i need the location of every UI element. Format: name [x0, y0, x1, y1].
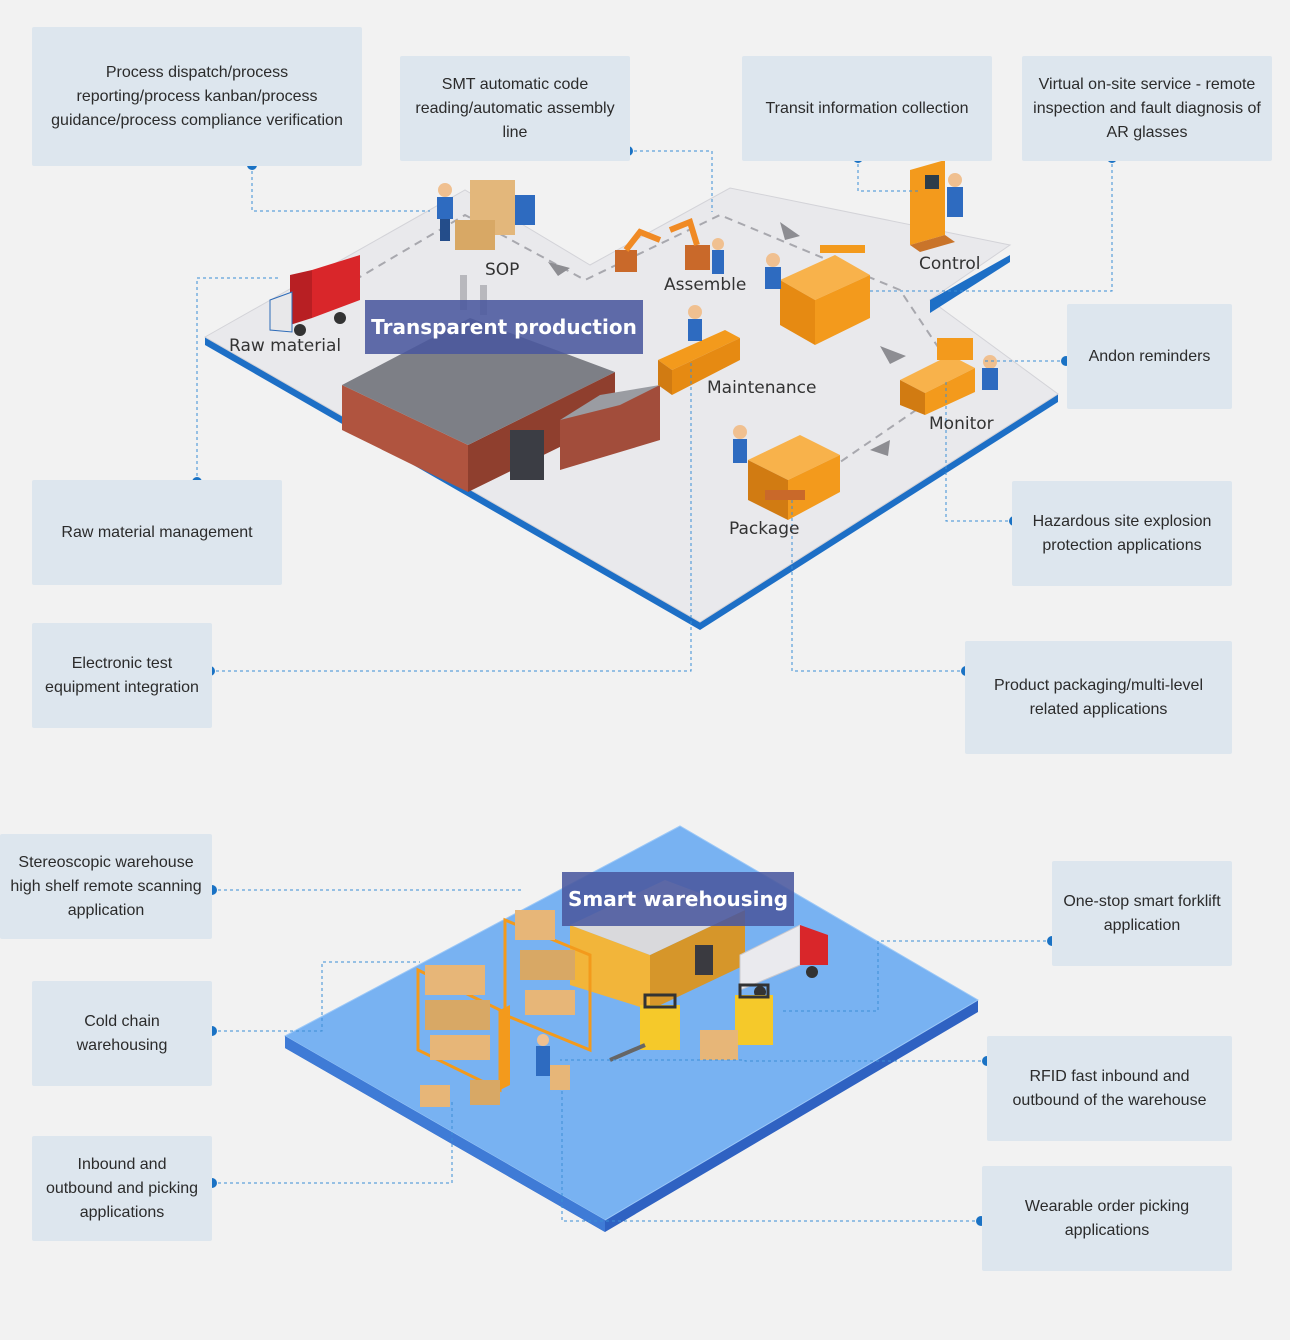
warehouse-platform — [283, 825, 979, 1232]
smart-warehousing-banner: Smart warehousing — [562, 872, 794, 926]
callout-inbound-picking: Inbound and outbound and picking applica… — [32, 1136, 212, 1241]
transparent-production-banner: Transparent production — [365, 300, 643, 354]
callout-hazardous-site: Hazardous site explosion protection appl… — [1012, 481, 1232, 586]
callout-transit-info: Transit information collection — [742, 56, 992, 161]
callout-andon-reminders: Andon reminders — [1067, 304, 1232, 409]
package-station-illustration — [733, 425, 840, 520]
callout-electronic-test: Electronic test equipment integration — [32, 623, 212, 728]
sop-station-illustration — [437, 180, 535, 250]
callout-product-packaging: Product packaging/multi-level related ap… — [965, 641, 1232, 754]
callout-wearable-picking: Wearable order picking applications — [982, 1166, 1232, 1271]
station-label-monitor: Monitor — [929, 414, 994, 434]
monitor-station-illustration — [900, 338, 998, 415]
leader-lines — [196, 150, 1113, 1222]
callout-rfid: RFID fast inbound and outbound of the wa… — [987, 1036, 1232, 1141]
station-label-maintenance: Maintenance — [707, 378, 817, 398]
warehouse-truck-illustration — [739, 924, 828, 998]
callout-smart-forklift: One-stop smart forklift application — [1052, 861, 1232, 966]
control-station-illustration — [910, 160, 963, 252]
station-label-assemble: Assemble — [664, 275, 747, 295]
forklift-illustration — [536, 983, 773, 1090]
warehouse-shelves-illustration — [416, 910, 592, 1107]
station-label-raw-material: Raw material — [229, 336, 342, 356]
station-label-control: Control — [919, 254, 981, 274]
callout-stereoscopic-warehouse: Stereoscopic warehouse high shelf remote… — [0, 834, 212, 939]
assembly-machine-illustration — [765, 245, 870, 345]
callout-process-dispatch: Process dispatch/process reporting/proce… — [32, 27, 362, 166]
callout-cold-chain: Cold chain warehousing — [32, 981, 212, 1086]
raw-material-truck-illustration — [269, 255, 360, 336]
station-label-package: Package — [729, 519, 800, 539]
assemble-station-illustration — [615, 218, 724, 274]
station-label-sop: SOP — [485, 260, 520, 280]
maintenance-station-illustration — [658, 305, 740, 395]
callout-smt-assembly: SMT automatic code reading/automatic ass… — [400, 56, 630, 161]
callout-raw-material-management: Raw material management — [32, 480, 282, 585]
callout-virtual-service: Virtual on-site service - remote inspect… — [1022, 56, 1272, 161]
